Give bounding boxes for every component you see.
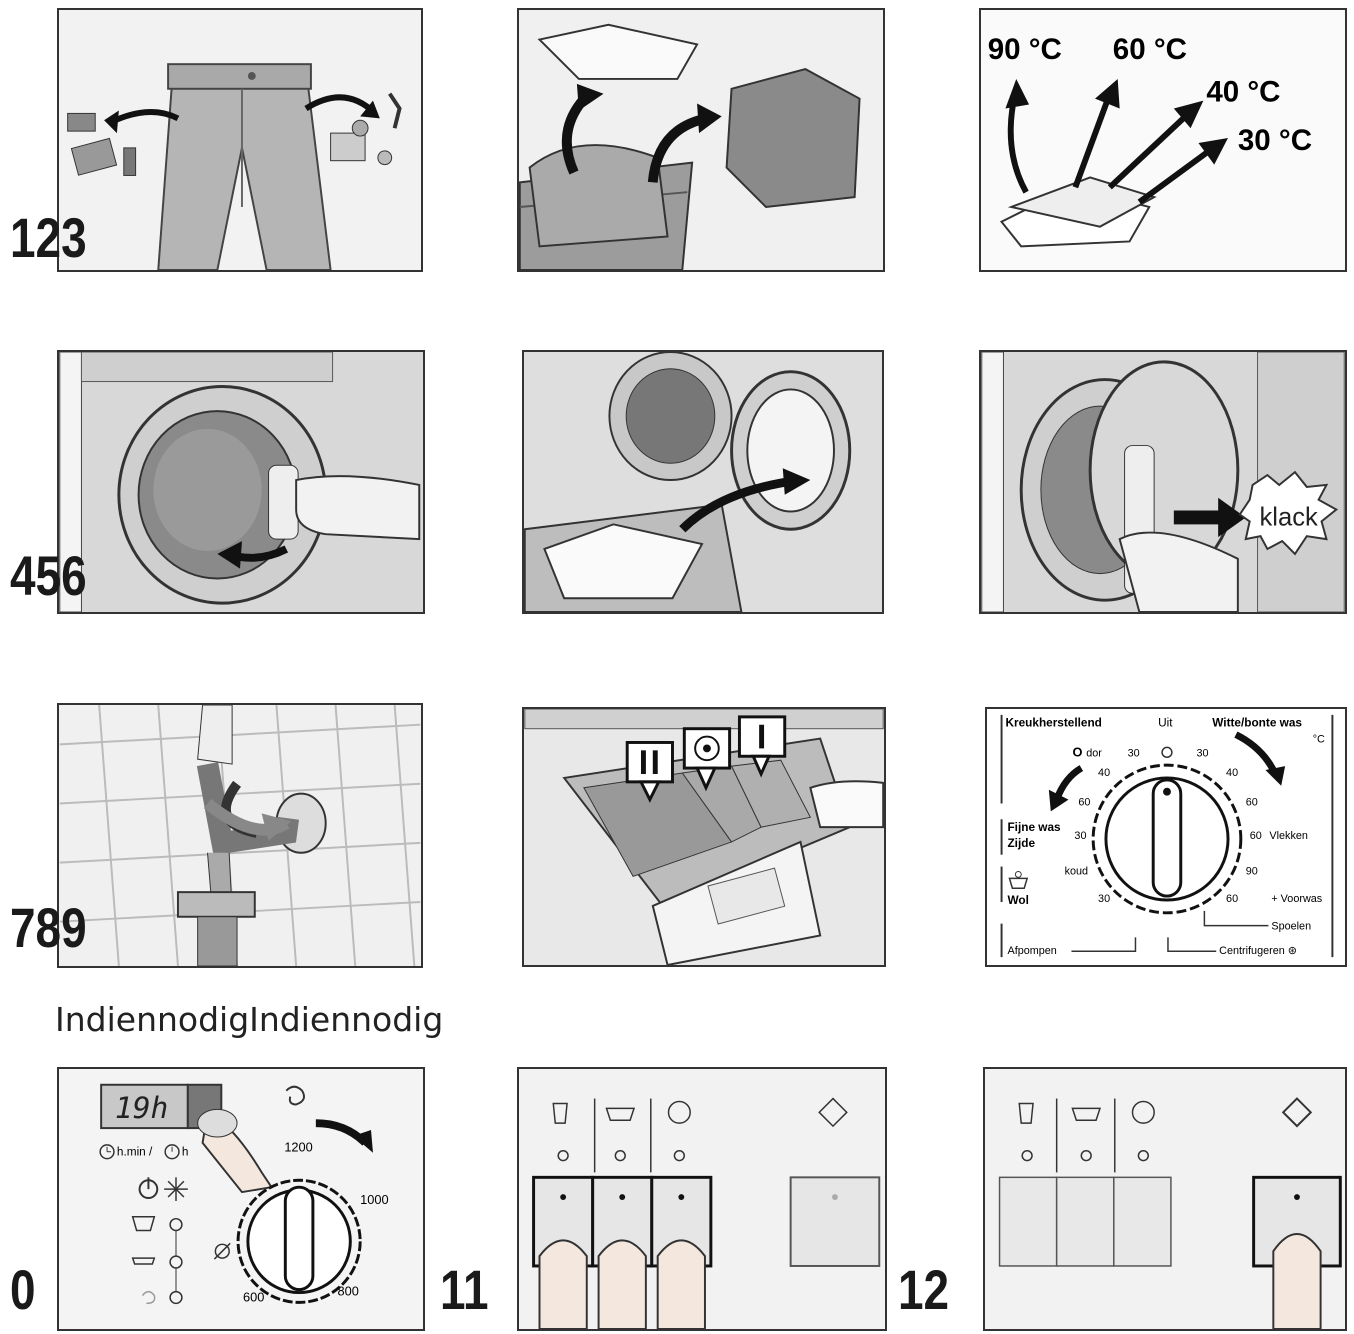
- dial-uit-label: Uit: [1158, 716, 1173, 730]
- panel-load-laundry: [522, 350, 884, 614]
- option-buttons-illustration: [532, 1097, 881, 1329]
- start-button[interactable]: [789, 1176, 881, 1267]
- dial-60b: 60: [1246, 796, 1258, 808]
- dial-30d: 30: [1197, 747, 1209, 759]
- open-door-illustration: [59, 352, 421, 612]
- dial-voorwas: + Voorwas: [1271, 893, 1322, 905]
- dial-30c: 30: [1098, 893, 1110, 905]
- step-number-456: 456: [10, 544, 87, 607]
- start-button-illustration: [998, 1097, 1342, 1329]
- step-number-123: 123: [10, 206, 87, 269]
- dial-afpompen: Afpompen: [1007, 945, 1056, 957]
- dial-60a: 60: [1078, 796, 1090, 808]
- prewash-compartment-icon: [625, 741, 674, 803]
- dial-witte-bonte-label: Witte/bonte was: [1212, 716, 1302, 730]
- option-button-1-released[interactable]: [998, 1176, 1058, 1267]
- dial-30a: 30: [1128, 747, 1140, 759]
- temp-40-label: 40 °C: [1206, 76, 1280, 109]
- dial-vlekken: Vlekken: [1269, 830, 1308, 842]
- rpm-1200: 1200: [284, 1140, 312, 1155]
- softener-compartment-icon: [682, 727, 732, 792]
- rpm-1000: 1000: [360, 1192, 388, 1207]
- dial-90: 90: [1246, 865, 1258, 877]
- easy-iron-icon: [552, 1102, 568, 1124]
- dial-60c: 60: [1250, 830, 1262, 842]
- off-indicator-icon: [1161, 746, 1173, 758]
- wool-icon: [1008, 870, 1029, 889]
- dial-wol: Wol: [1007, 893, 1028, 907]
- detergent-drawer-illustration: [524, 709, 884, 965]
- open-tap-illustration: [59, 705, 421, 966]
- no-spin-icon: [213, 1242, 231, 1260]
- timer-display-value: 19h: [115, 1091, 168, 1125]
- step-number-789: 789: [10, 896, 87, 959]
- timer-spin-illustration: 19h h.min / h: [99, 1083, 389, 1305]
- optional-label: IndiennodigIndiennodig: [55, 1000, 444, 1039]
- panel-temperatures: 90 °C 60 °C 40 °C 30 °C: [979, 8, 1347, 272]
- mainwash-compartment-icon: [737, 715, 787, 778]
- clock-hmin-icon: [99, 1144, 115, 1160]
- timer-h-label: h: [182, 1145, 189, 1159]
- program-dial-diagram: Kreukherstellend Uit Witte/bonte was °C …: [1000, 714, 1334, 957]
- start-pause-icon-2: [1281, 1097, 1313, 1128]
- dial-30b: 30: [1074, 830, 1086, 842]
- rinse-icon: [131, 1257, 156, 1265]
- temperature-arrows-illustration: 90 °C 60 °C 40 °C 30 °C: [988, 33, 1312, 248]
- spin-icon: [285, 1085, 305, 1106]
- klack-sound-label: klack: [1260, 503, 1319, 531]
- panel-detergent-drawer: [522, 707, 886, 967]
- dial-koud: koud: [1065, 865, 1088, 877]
- clock-h-icon: [164, 1144, 180, 1160]
- temp-60-label: 60 °C: [1113, 33, 1187, 66]
- rinse-plus-icon-2: [1071, 1107, 1102, 1121]
- smile-icon: [667, 1100, 691, 1124]
- panel-start-button: [983, 1067, 1347, 1331]
- panel-program-dial: Kreukherstellend Uit Witte/bonte was °C …: [985, 707, 1347, 967]
- close-door-illustration: klack: [981, 352, 1345, 612]
- easy-iron-icon-2: [1018, 1102, 1034, 1124]
- dial-zijde: Zijde: [1007, 836, 1035, 850]
- rinse-plus-icon: [605, 1107, 636, 1121]
- rpm-800: 800: [338, 1284, 359, 1299]
- load-laundry-illustration: [524, 352, 852, 612]
- dial-60d: 60: [1226, 893, 1238, 905]
- wash-icon: [131, 1215, 156, 1232]
- sort-laundry-illustration: [519, 23, 861, 270]
- spin-small-icon: [141, 1290, 156, 1305]
- panel-sort-laundry: [517, 8, 885, 272]
- dial-40a: 40: [1098, 767, 1110, 779]
- dial-centrifugeren: Centrifugeren ⊛: [1219, 945, 1297, 957]
- dial-kreukherstellend-label: Kreukherstellend: [1006, 716, 1102, 730]
- start-pause-icon: [818, 1097, 848, 1128]
- dial-o-label: O: [1072, 744, 1082, 759]
- timer-hmin-label: h.min /: [117, 1145, 153, 1159]
- step-number-11: 11: [440, 1258, 489, 1321]
- dial-dor-label: dor: [1086, 747, 1102, 759]
- option-button-3-released[interactable]: [1113, 1176, 1172, 1267]
- panel-timer-spin: 19h h.min / h: [57, 1067, 425, 1331]
- smile-icon-2: [1131, 1100, 1155, 1124]
- power-icon: [138, 1177, 159, 1199]
- rpm-600: 600: [243, 1289, 264, 1304]
- panel-option-buttons: [517, 1067, 887, 1331]
- panel-open-door: [57, 350, 425, 614]
- dial-40b: 40: [1226, 767, 1238, 779]
- step-number-12: 12: [898, 1258, 950, 1321]
- light-burst-icon: [164, 1177, 188, 1201]
- option-button-2-released[interactable]: [1055, 1176, 1115, 1267]
- dial-spoelen: Spoelen: [1271, 921, 1311, 933]
- temp-90-label: 90 °C: [988, 33, 1062, 66]
- panel-close-door: klack: [979, 350, 1347, 614]
- temp-30-label: 30 °C: [1238, 124, 1312, 157]
- dial-unit-label: °C: [1313, 733, 1325, 745]
- panel-empty-pockets: [57, 8, 423, 272]
- panel-open-tap: [57, 703, 423, 968]
- step-number-0: 0: [10, 1258, 36, 1321]
- dial-fijne-was: Fijne was: [1007, 820, 1061, 834]
- empty-pockets-illustration: [67, 63, 402, 270]
